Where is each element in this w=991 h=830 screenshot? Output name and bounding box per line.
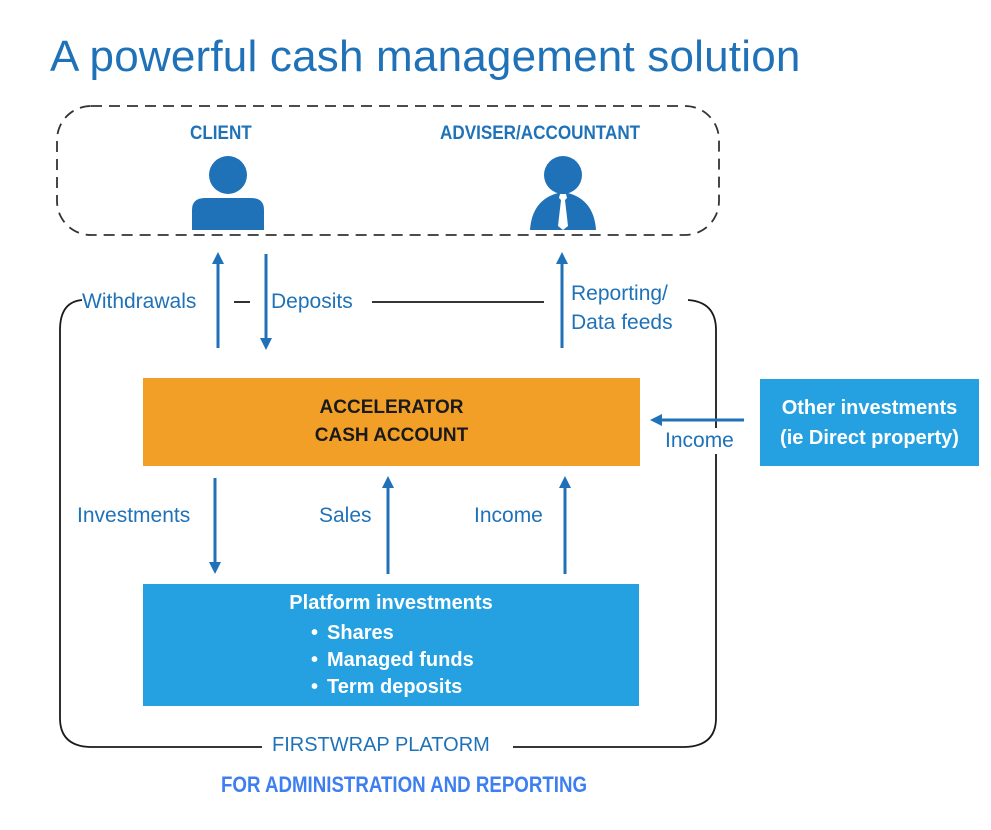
deposits-label: Deposits (271, 289, 353, 315)
cash-account-box: ACCELERATOR CASH ACCOUNT (143, 378, 640, 466)
platform-investments-list: Shares Managed funds Term deposits (311, 620, 474, 701)
footer-caption: FOR ADMINISTRATION AND REPORTING (220, 772, 588, 797)
client-person-icon (192, 156, 264, 230)
other-investments-line2: (ie Direct property) (780, 426, 959, 449)
other-investments-line1: Other investments (781, 396, 958, 419)
client-label: CLIENT (190, 123, 252, 144)
adviser-person-icon (530, 156, 596, 230)
platform-boundary (59, 299, 717, 748)
cash-account-line2: CASH ACCOUNT (314, 425, 469, 446)
income-label: Income (474, 503, 543, 529)
parties-container-border (56, 105, 720, 236)
platform-label: FIRSTWRAP PLATORM (262, 734, 500, 757)
other-income-label: Income (665, 428, 734, 454)
list-item: Managed funds (311, 647, 474, 674)
reporting-label-line1: Reporting/ (571, 282, 668, 305)
other-investments-box: Other investments (ie Direct property) (760, 379, 979, 466)
page-title: A powerful cash management solution (50, 32, 801, 81)
list-item: Shares (311, 620, 474, 647)
adviser-label: ADVISER/ACCOUNTANT (440, 123, 641, 144)
list-item: Term deposits (311, 674, 474, 701)
platform-investments-box: Platform investments Shares Managed fund… (143, 584, 639, 706)
cash-account-line1: ACCELERATOR (319, 397, 464, 418)
investments-label: Investments (77, 503, 191, 529)
sales-label: Sales (319, 503, 372, 529)
reporting-label-line2: Data feeds (571, 311, 673, 334)
withdrawals-label: Withdrawals (82, 289, 197, 315)
platform-investments-heading: Platform investments (289, 592, 493, 614)
